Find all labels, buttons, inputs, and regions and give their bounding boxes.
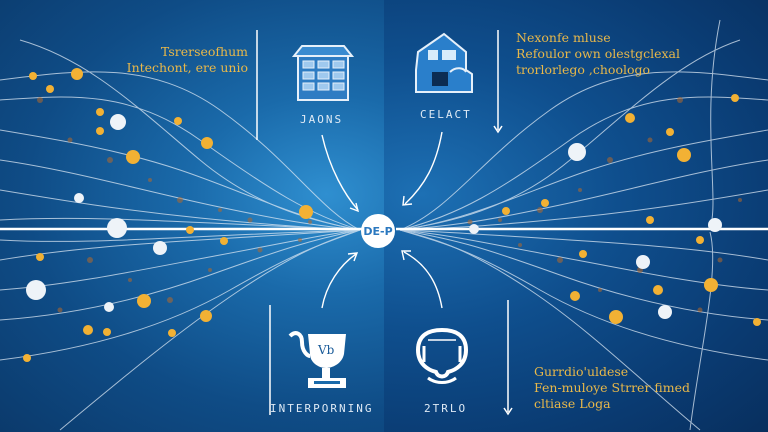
right-network-lines xyxy=(399,19,768,431)
caption-line: trorlorlego ,choologo xyxy=(516,62,651,77)
helmet-icon xyxy=(412,326,472,392)
svg-text:Vb: Vb xyxy=(317,343,335,357)
caption-bottom-right: Gurrdio'uldese Fen-muloye Strrer fimed c… xyxy=(534,364,690,412)
white-nodes xyxy=(26,114,722,319)
caption-line: Fen-muloye Strrer fimed xyxy=(534,380,690,395)
vertical-guides xyxy=(256,30,513,416)
node-label-celact: CELACT xyxy=(420,108,472,121)
house-icon xyxy=(410,30,476,100)
caption-line: Gurrdio'uldese xyxy=(534,364,629,379)
cup-icon: Vb xyxy=(288,330,354,396)
center-hub: DE-P xyxy=(361,214,395,248)
connector-arrows xyxy=(321,131,443,309)
node-label-2trlo: 2TRLO xyxy=(424,402,468,415)
caption-line: cltiase Loga xyxy=(534,396,611,411)
scatter-particles xyxy=(37,97,742,313)
caption-line: Nexonfe mluse xyxy=(516,30,611,45)
caption-top-left: Tsrerseofhum Intechont, ere unio xyxy=(127,44,248,76)
center-hub-label: DE-P xyxy=(363,224,393,238)
building-icon xyxy=(290,42,356,108)
caption-line: Tsrerseofhum xyxy=(160,44,248,59)
caption-line: Intechont, ere unio xyxy=(126,60,248,75)
caption-top-right: Nexonfe mluse Refoulor own olestgclexal … xyxy=(516,30,680,78)
orange-nodes xyxy=(23,68,761,362)
caption-line: Refoulor own olestgclexal xyxy=(516,46,680,61)
node-label-interporning: INTERPORNING xyxy=(270,402,374,415)
node-label-jaons: JAONS xyxy=(300,113,344,126)
